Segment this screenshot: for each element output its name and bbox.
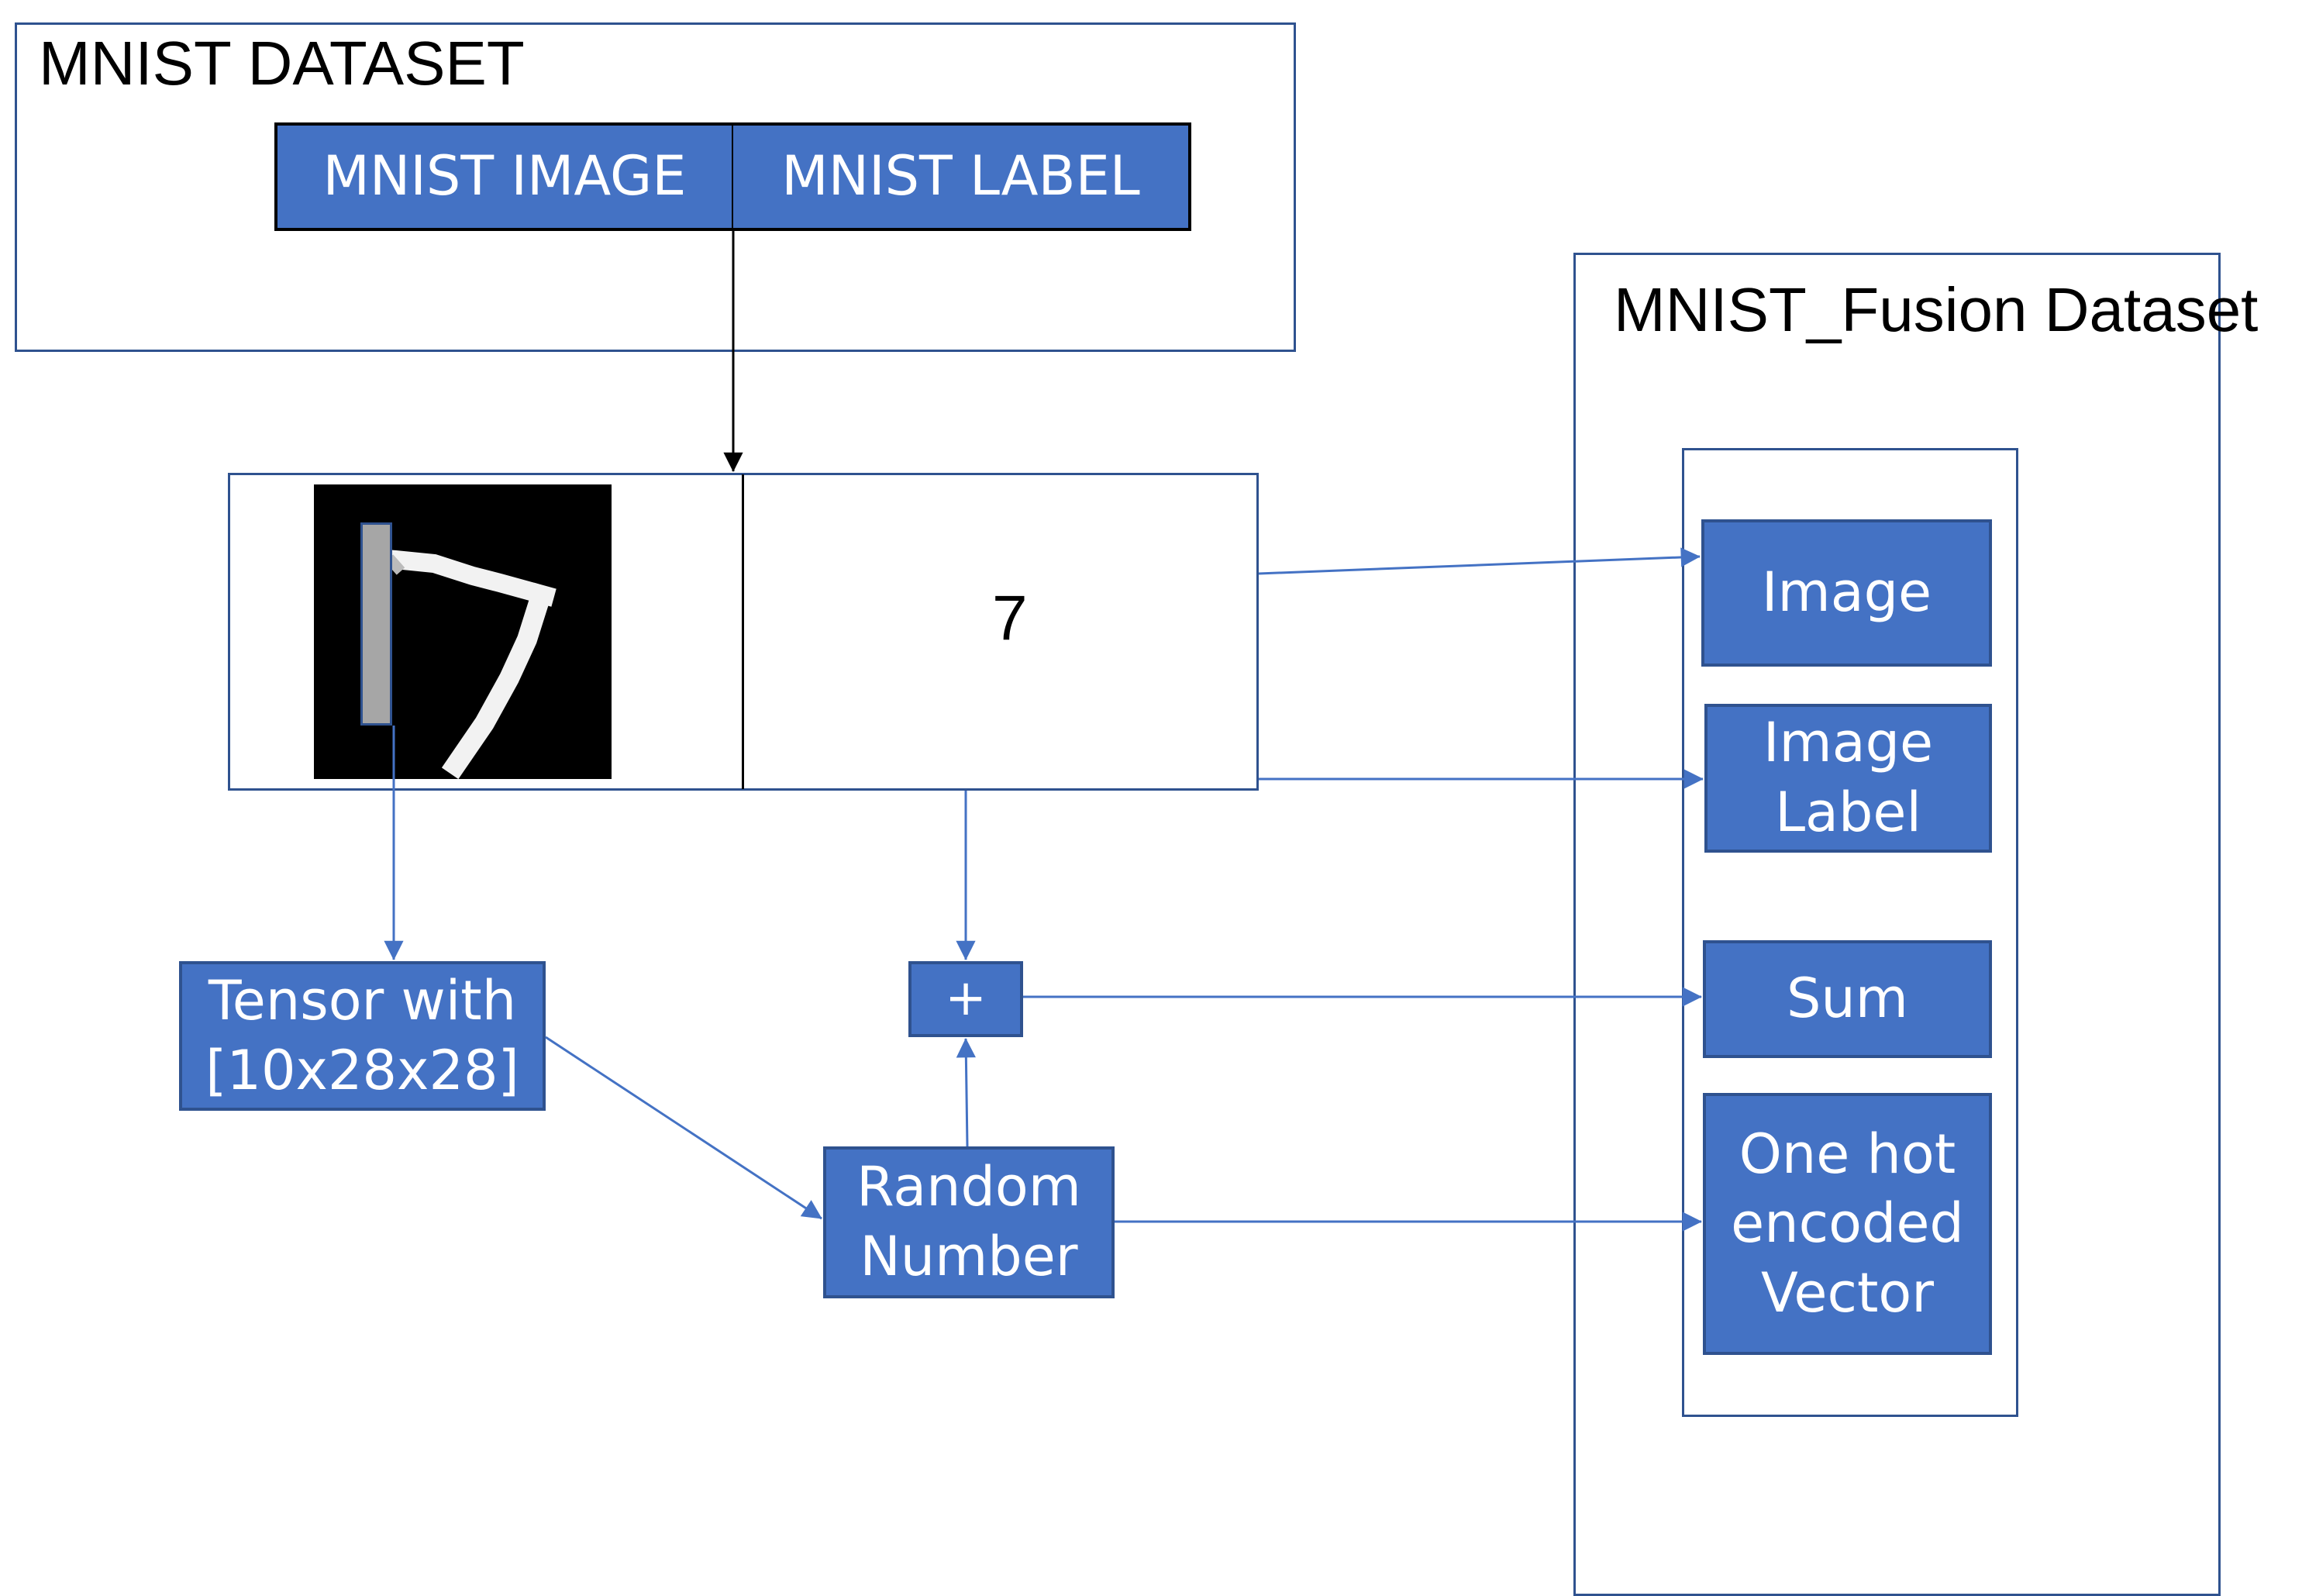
fusion-item-sum: Sum (1703, 940, 1992, 1058)
image-slice-highlight (360, 522, 392, 726)
sample-record-divider (742, 474, 744, 789)
random-number-box: Random Number (823, 1146, 1115, 1298)
fusion-item-one-hot-vector: One hot encoded Vector (1703, 1093, 1992, 1355)
fusion-dataset-title: MNIST_Fusion Dataset (1614, 275, 2259, 344)
arrow-tensor-to-random (545, 1036, 822, 1220)
plus-operator-box: + (908, 961, 1023, 1037)
fusion-item-image: Image (1701, 519, 1992, 667)
mnist-dataset-title: MNIST DATASET (39, 29, 525, 98)
arrow-random-to-plus (956, 1038, 976, 1147)
sample-label-value: 7 (992, 583, 1028, 653)
tensor-box: Tensor with [10x28x28] (179, 961, 546, 1111)
fusion-item-image-label: Image Label (1704, 704, 1992, 853)
mnist-image-cell: MNIST IMAGE (274, 122, 735, 231)
arrow-sample-to-image (1258, 547, 1701, 575)
mnist-label-cell: MNIST LABEL (732, 122, 1191, 231)
